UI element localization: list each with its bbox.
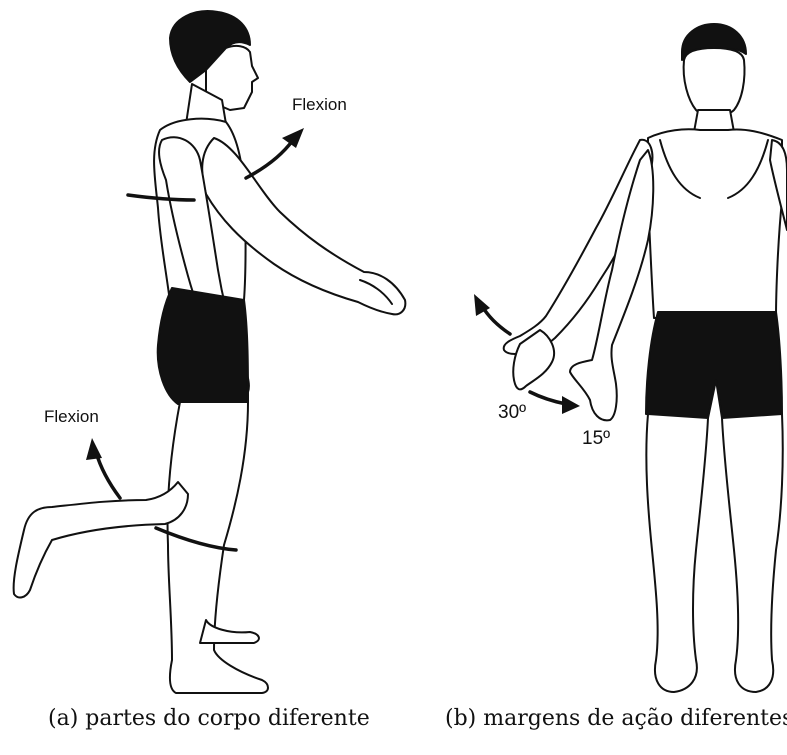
angle-30-label: 30º [498,402,526,424]
angle-30-arrow [474,294,510,334]
front-neck [694,110,734,132]
side-shorts [158,288,248,404]
front-leg-right [722,414,783,692]
flexion-arm-label: Flexion [292,95,347,115]
flexion-leg-label: Flexion [44,407,99,427]
angle-15-arrow [530,392,580,414]
front-leg-left [646,414,708,692]
front-shorts [646,312,782,418]
angle-15-label: 15º [582,428,610,450]
front-view-figure [504,24,787,692]
flexion-leg-arrow [86,438,120,498]
caption-a: (a) partes do corpo diferente [48,706,370,731]
front-face [684,48,745,116]
caption-b: (b) margens de ação diferentes [445,706,787,731]
side-leg-bent [14,482,188,597]
flexion-arm-arrow [246,128,304,178]
side-foot-back [200,620,259,643]
